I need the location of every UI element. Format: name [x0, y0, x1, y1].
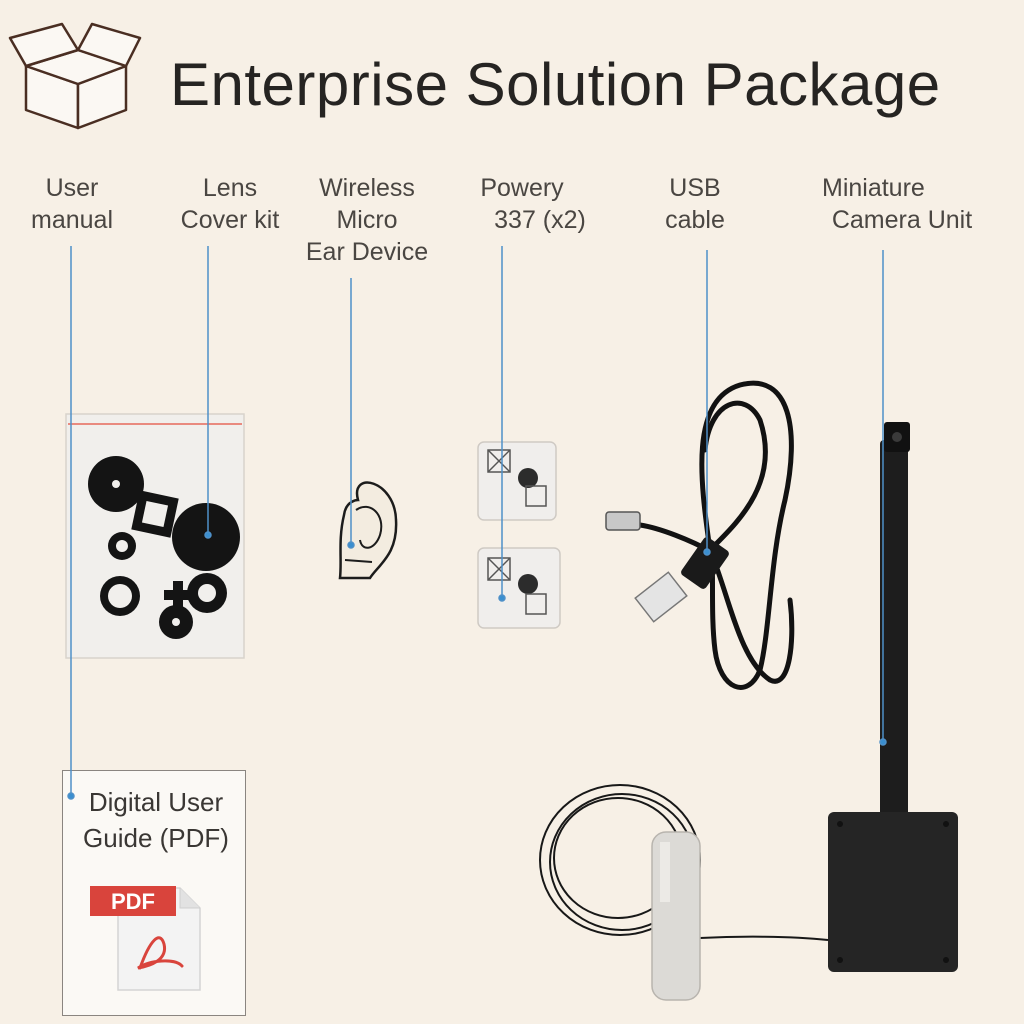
- label-line: Miniature: [822, 174, 925, 202]
- label-batteries: Powery 337 (x2): [452, 172, 592, 236]
- label-line: manual: [31, 206, 113, 234]
- label-line: 337 (x2): [494, 206, 586, 234]
- label-wireless-ear-device: Wireless Micro Ear Device: [292, 172, 442, 268]
- label-line: USB: [669, 174, 721, 202]
- battery-clip[interactable]: [651, 831, 701, 1001]
- pdf-badge-text: PDF: [111, 889, 155, 914]
- label-line: Wireless: [319, 174, 415, 202]
- usb-plug[interactable]: [605, 511, 730, 623]
- label-usb-cable: USB cable: [640, 172, 750, 236]
- label-line: Ear Device: [305, 238, 429, 266]
- lens-cover-kit-bag[interactable]: [65, 413, 245, 659]
- label-lens-cover-kit: Lens Cover kit: [168, 172, 292, 236]
- label-line: Digital User: [88, 787, 224, 817]
- battery-pack-bottom[interactable]: [477, 547, 561, 629]
- usb-cable[interactable]: [637, 380, 795, 690]
- label-user-manual: User manual: [22, 172, 122, 236]
- label-camera-unit: Miniature Camera Unit: [812, 172, 992, 236]
- label-line: User: [45, 174, 99, 202]
- camera-unit[interactable]: [828, 422, 958, 972]
- label-line: Camera Unit: [831, 206, 973, 234]
- label-line: Guide (PDF): [83, 823, 229, 853]
- digital-guide-label: Digital User Guide (PDF): [66, 784, 246, 856]
- label-line: Micro: [336, 206, 398, 234]
- page-title: Enterprise Solution Package: [170, 51, 941, 118]
- label-line: Cover kit: [180, 206, 280, 234]
- label-line: Lens: [202, 174, 258, 202]
- leader-lines: [67, 246, 887, 800]
- label-line: cable: [665, 206, 725, 234]
- battery-pack-top[interactable]: [477, 441, 557, 521]
- pdf-icon: PDF: [90, 886, 201, 991]
- open-box-icon: [8, 22, 142, 130]
- label-line: Powery: [480, 174, 564, 202]
- ear-device[interactable]: [338, 481, 398, 580]
